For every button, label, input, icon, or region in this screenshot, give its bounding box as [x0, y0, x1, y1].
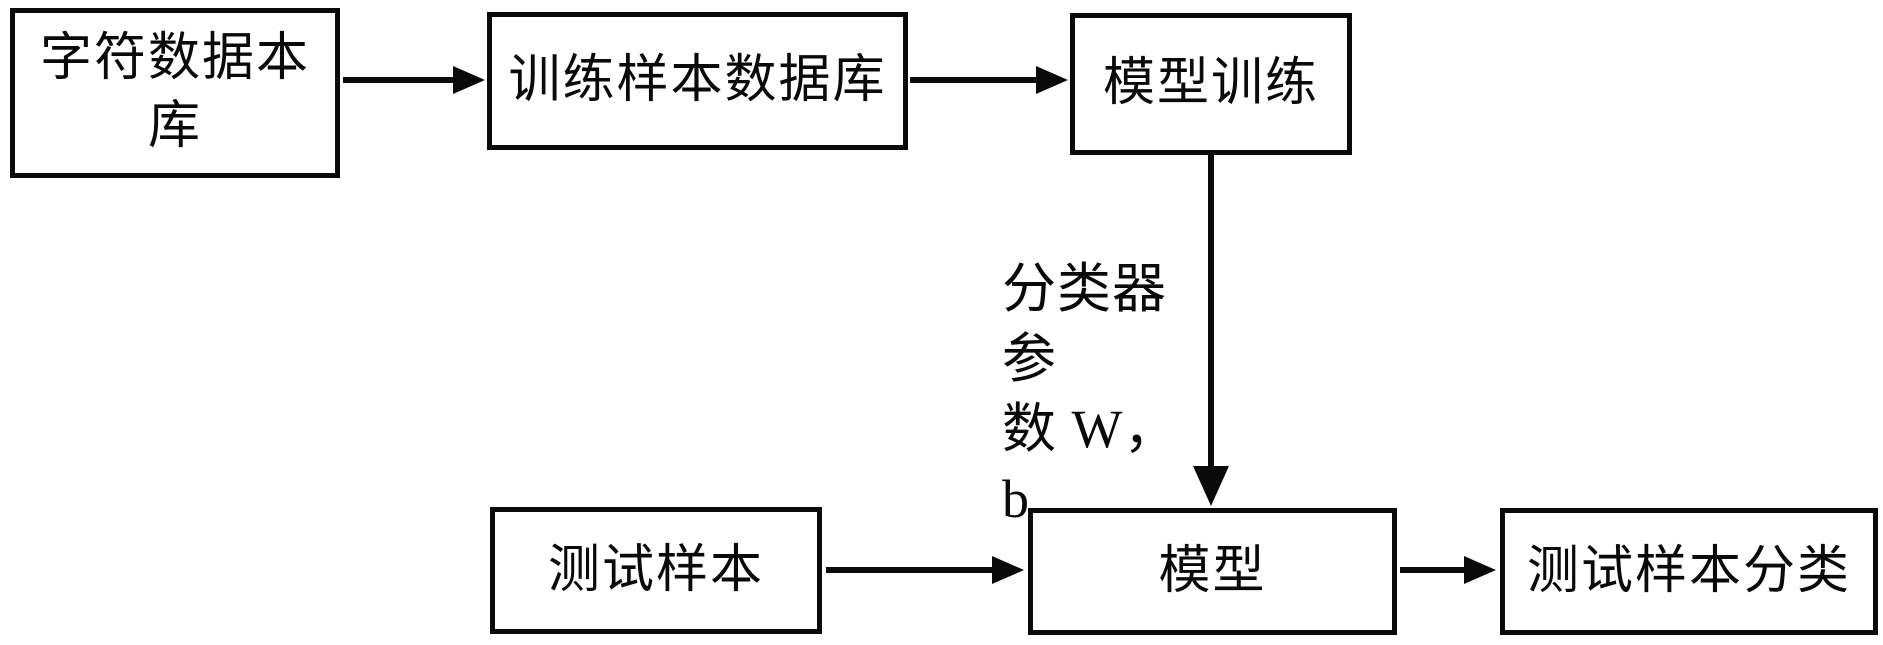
arrow-chardb-to-traindb-shaft — [343, 77, 457, 83]
arrow-right-icon — [453, 66, 485, 94]
node-test-sample: 测试样本 — [490, 507, 822, 634]
arrow-model-to-classification-shaft — [1400, 567, 1468, 573]
node-test-sample-classification-label: 测试样本分类 — [1526, 542, 1851, 600]
node-training-sample-database: 训练样本数据库 — [487, 12, 908, 150]
arrow-testsample-to-model-shaft — [826, 567, 994, 573]
node-model-training: 模型训练 — [1070, 13, 1352, 155]
node-test-sample-classification: 测试样本分类 — [1500, 508, 1878, 635]
arrow-down-icon — [1193, 466, 1229, 506]
node-character-database-label: 字符数据本 库 — [39, 30, 310, 155]
node-model-training-label: 模型训练 — [1102, 55, 1319, 113]
node-test-sample-label: 测试样本 — [547, 541, 764, 599]
node-character-database: 字符数据本 库 — [10, 8, 340, 178]
arrow-training-to-model-shaft — [1208, 153, 1214, 471]
node-training-sample-database-label: 训练样本数据库 — [508, 52, 887, 110]
edge-label-classifier-params: 分类器参 数 W， b — [1002, 259, 1179, 529]
arrow-traindb-to-training-shaft — [910, 77, 1038, 83]
node-model-label: 模型 — [1158, 542, 1267, 600]
arrow-right-icon — [992, 556, 1024, 584]
arrow-right-icon — [1036, 66, 1068, 94]
arrow-right-icon — [1464, 556, 1496, 584]
node-model: 模型 — [1028, 508, 1397, 635]
